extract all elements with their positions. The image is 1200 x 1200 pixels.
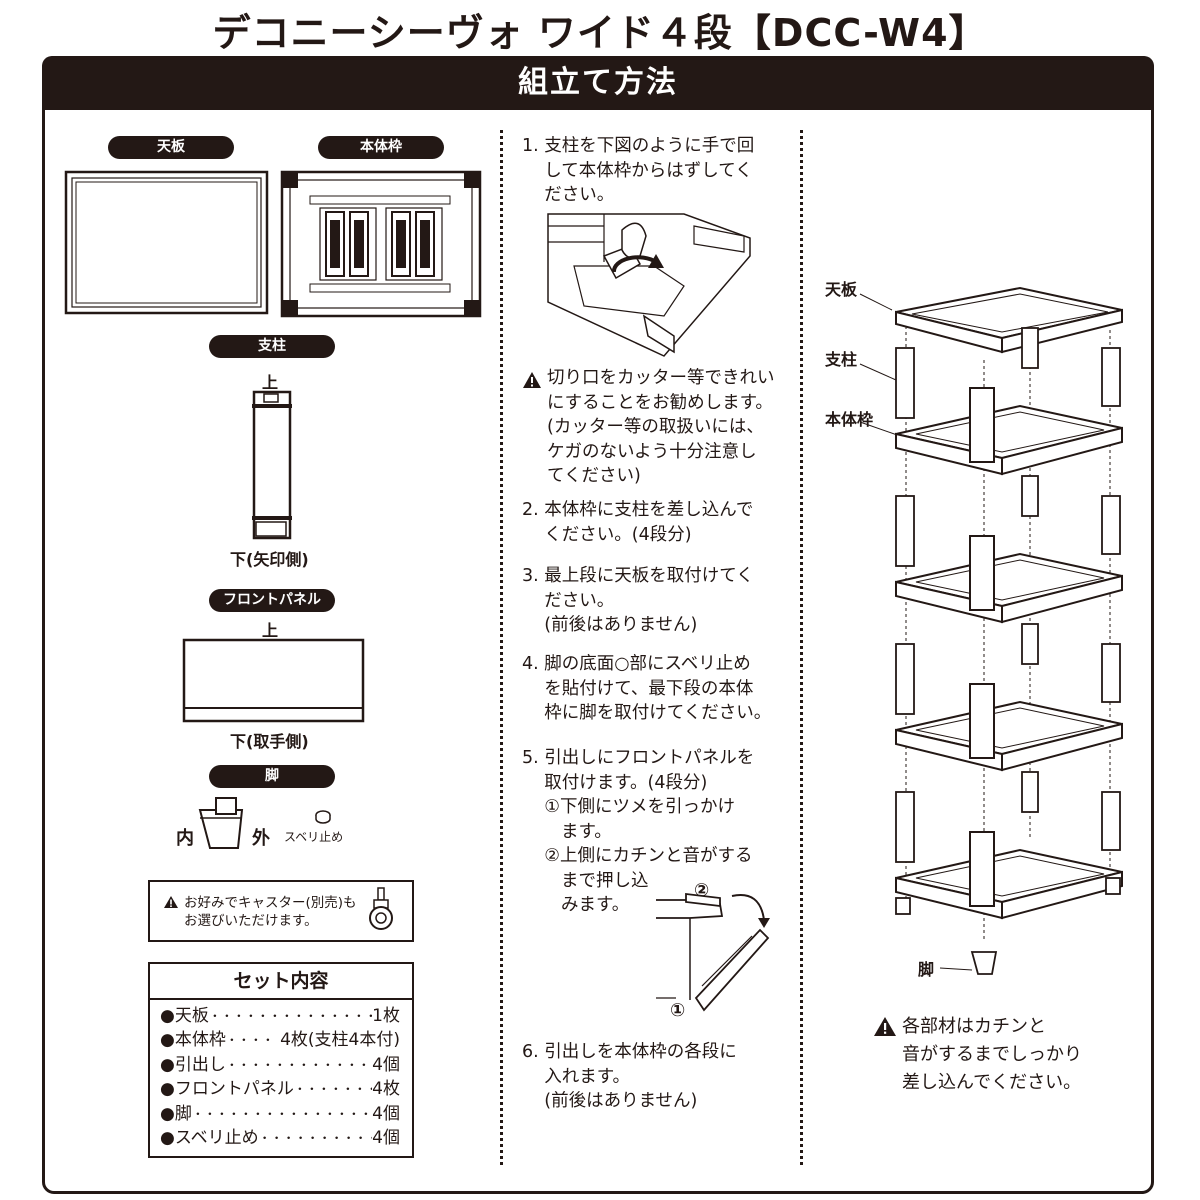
exploded-label-ashi: 脚 [918,960,935,979]
set-item-qty: 1枚 [372,1006,400,1026]
caster-note-box: お好みでキャスター(別売)も お選びいただけます。 [148,880,414,942]
set-item-leader: ・・・・・・・・・・・・・・・・ [225,1057,372,1072]
set-item-qty: 4個 [372,1128,400,1149]
suberidome-label: スベリ止め [284,830,344,844]
label-hontaiwaku: 本体枠 [318,136,444,159]
column-divider-2 [800,130,803,1165]
page-title: デコニーシーヴォ ワイド４段【DCC-W4】 [212,11,988,55]
caster-note-line-2: お選びいただけます。 [184,913,318,929]
warning-icon [874,1017,896,1036]
set-item: ●脚・・・・・・・・・・・・・・・・・・・4個 [150,1102,412,1126]
step-2-text: 2. 本体枠に支柱を差し込んで ください。(4段分) [522,500,754,545]
set-item-leader: ・・・・・・・・・・・・・ [258,1131,373,1146]
step-1-text: 1. 支柱を下図のように手で回 して本体枠からはずしてく ださい。 [522,136,755,205]
set-item-leader: ・・・・・・・・・ [293,1082,372,1097]
set-item: ●天板・・・・・・・・・・・・・・・・1枚 [150,1004,412,1028]
set-item-leader: ・・・・・・・・・・・・・・・・ [208,1009,372,1023]
set-contents-heading: セット内容 [150,964,412,1000]
set-item-name: ●脚 [160,1103,192,1124]
step-3-text: 3. 最上段に天板を取付けてく ださい。 (前後はありません) [522,566,754,635]
caster-icon [369,887,393,930]
set-item-name: ●フロントパネル [160,1079,294,1100]
warning-icon [164,896,178,908]
section-banner: 組立て方法 [42,56,1154,110]
label-front-panel: フロントパネル [209,589,335,612]
shichu-bottom-label: 下(矢印側) [230,550,309,569]
shichu-drawing [252,390,292,540]
fp-top-label: 上 [262,621,279,640]
ashi-inner-label: 内 [176,828,194,849]
set-item: ●引出し・・・・・・・・・・・・・・・・4個 [150,1053,412,1077]
step-5-callout-2: ② [694,880,710,901]
step-5-text: 5. 引出しにフロントパネルを 取付けます。(4段分) ①下側にツメを引っかけ … [522,748,755,915]
front-panel-drawing [182,638,365,723]
exploded-frame-tier [895,327,1123,476]
set-item-name: ●天板 [160,1006,209,1026]
set-item-qty: 4個 [372,1054,400,1075]
suberidome-drawing [315,810,331,824]
exploded-frame-tier [895,623,1123,772]
exploded-note: 各部材はカチンと 音がするまでしっかり 差し込んでください。 [902,1016,1082,1093]
label-shichu: 支柱 [209,335,335,358]
step-1-illustration [547,213,751,357]
set-item-leader: ・・・・ [225,1033,274,1048]
exploded-view-drawing [859,286,1123,975]
label-tenban: 天板 [108,136,234,159]
exploded-frame-tier [895,771,1123,975]
step-1-warning-text: 切り口をカッター等できれい にすることをお勧めします。 (カッター等の取扱いには… [547,368,775,486]
step-5-illustration [656,892,770,1012]
exploded-tenban [895,286,1123,354]
column-divider-1 [500,130,503,1165]
set-item-qty: 4枚 [372,1079,400,1100]
step-5-callout-1: ① [670,1000,686,1021]
fp-bottom-label: 下(取手側) [230,732,309,751]
set-item: ●フロントパネル・・・・・・・・・4枚 [150,1077,412,1101]
exploded-label-tenban: 天板 [825,280,858,299]
shichu-top-label: 上 [262,373,279,392]
set-item-qty: 4枚(支柱4本付) [280,1030,400,1051]
tenban-drawing [64,170,269,315]
ashi-outer-label: 外 [252,828,270,849]
exploded-frame-tier [895,475,1123,624]
set-item-name: ●スベリ止め [160,1128,259,1149]
caster-note-line-1: お好みでキャスター(別売)も [184,895,357,911]
label-ashi: 脚 [209,765,335,788]
set-contents-list: ●天板・・・・・・・・・・・・・・・・1枚 ●本体枠・・・・4枚(支柱4本付) … [150,1000,412,1150]
set-item-name: ●本体枠 [160,1030,226,1051]
set-item-name: ●引出し [160,1054,226,1075]
set-item: ●本体枠・・・・ 4枚(支柱4本付) [150,1028,412,1052]
exploded-label-shichu: 支柱 [825,350,858,369]
set-item-leader: ・・・・・・・・・・・・・・・・・・・ [191,1106,372,1121]
warning-icon [523,372,541,388]
hontaiwaku-drawing [280,170,482,318]
set-contents-box: セット内容 ●天板・・・・・・・・・・・・・・・・1枚 ●本体枠・・・・4枚(支… [148,962,414,1158]
step-6-text: 6. 引出しを本体枠の各段に 入れます。 (前後はありません) [522,1042,737,1111]
exploded-label-hontaiwaku: 本体枠 [825,410,874,429]
step-4-text: 4. 脚の底面○部にスベリ止め を貼付けて、最下段の本体 枠に脚を取付けてくださ… [522,654,772,723]
set-item: ●スベリ止め・・・・・・・・・・・・・4個 [150,1126,412,1150]
ashi-drawing [198,797,244,849]
set-item-qty: 4個 [372,1103,400,1124]
